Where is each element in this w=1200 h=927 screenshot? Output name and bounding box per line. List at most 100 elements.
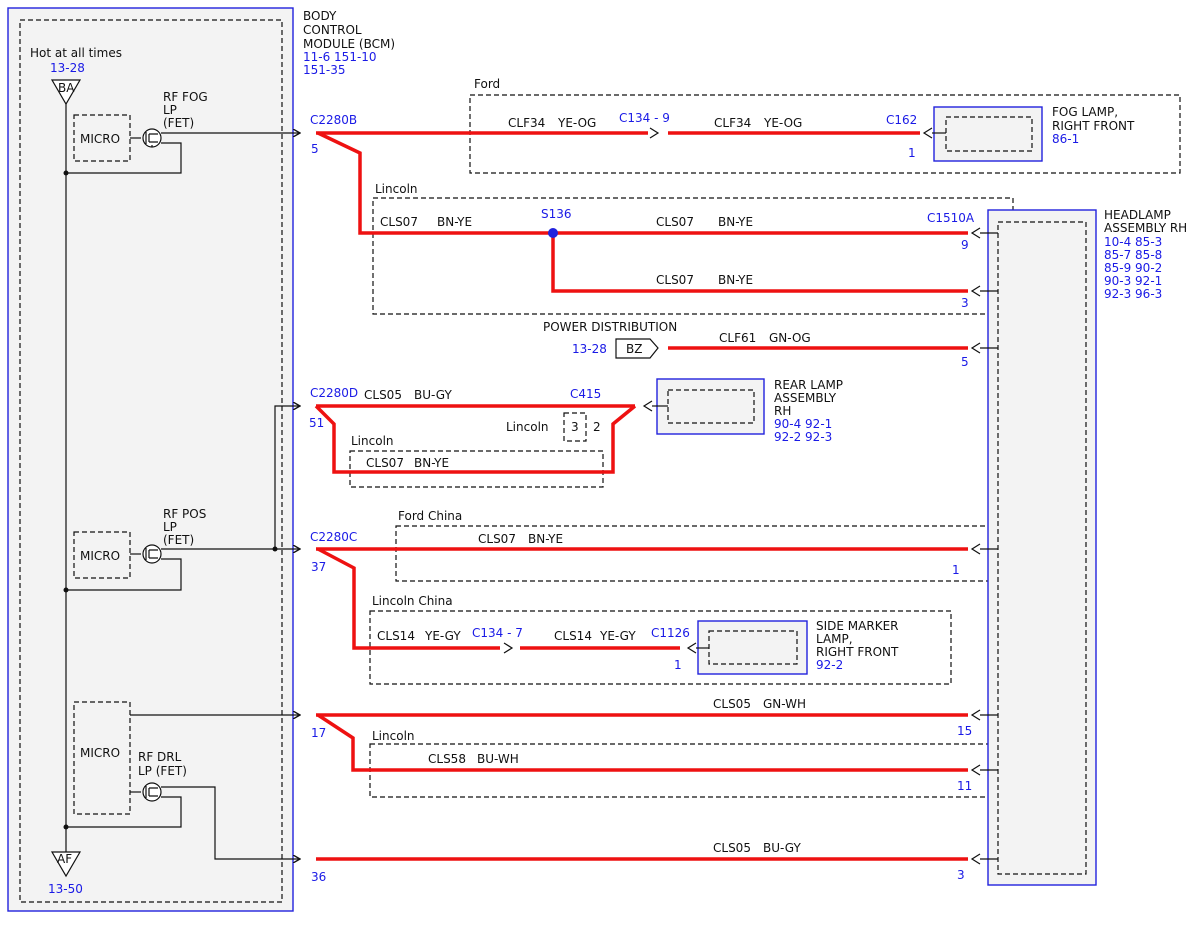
- wire-color-bn-ye-fc: BN-YE: [528, 532, 563, 546]
- wire-color-bu-wh: BU-WH: [477, 752, 519, 766]
- region-ford-china-label: Ford China: [398, 509, 462, 523]
- wire-cls14-a: [317, 547, 500, 650]
- headlamp-ref-4[interactable]: 90-3 92-1: [1104, 274, 1162, 288]
- rear-lamp-inner: [667, 389, 755, 424]
- fog-fet-2: LP: [163, 103, 177, 117]
- wire-label-cls07-c: CLS07: [656, 273, 694, 287]
- wire-label-cls05-bu-gy: CLS05: [713, 841, 751, 855]
- side-marker-title-1: SIDE MARKER: [816, 619, 898, 633]
- c162-label[interactable]: C162: [886, 113, 917, 127]
- headlamp-assembly-box: [987, 209, 1097, 886]
- wire-color-gn-wh: GN-WH: [763, 697, 806, 711]
- rear-lamp-title-1: REAR LAMP: [774, 378, 843, 392]
- c415-lincoln-label: Lincoln: [506, 420, 549, 434]
- rear-lamp-title-3: RH: [774, 404, 791, 418]
- wire-color-ye-gy-b: YE-GY: [599, 629, 636, 643]
- wire-cls07-rear: [314, 404, 637, 474]
- ba-power-symbol: [50, 79, 82, 106]
- c134-9-label[interactable]: C134 - 9: [619, 111, 670, 125]
- headlamp-ref-5[interactable]: 92-3 96-3: [1104, 287, 1162, 301]
- fet-pos-gate: [145, 548, 158, 560]
- wire-color-ye-og-a: YE-OG: [557, 116, 596, 130]
- micro-drl-label: MICRO: [80, 746, 120, 760]
- c134-7-label[interactable]: C134 - 7: [472, 626, 523, 640]
- drl-output-36: [161, 786, 300, 859]
- wire-color-bn-ye-a: BN-YE: [437, 215, 472, 229]
- wire-cls07-lincoln: [317, 131, 968, 235]
- c134-7-arrow: [503, 642, 514, 654]
- c1510a-pin-5: 5: [961, 355, 969, 369]
- fog-bus-junction: [63, 170, 69, 176]
- region-lincoln-label-1: Lincoln: [375, 182, 418, 196]
- side-marker-title-3: RIGHT FRONT: [816, 645, 899, 659]
- micro-fog-label: MICRO: [80, 132, 120, 146]
- micro-pos: [73, 531, 131, 579]
- micro-drl: [73, 701, 131, 815]
- headlamp-ref-1[interactable]: 10-4 85-3: [1104, 235, 1162, 249]
- c415-label[interactable]: C415: [570, 387, 601, 401]
- splice-s136[interactable]: [548, 228, 558, 238]
- side-marker-title-2: LAMP,: [816, 632, 853, 646]
- pin-11: 11: [957, 779, 972, 793]
- rear-lamp-ref-2[interactable]: 92-2 92-3: [774, 430, 832, 444]
- c2280b-pin: 5: [311, 142, 319, 156]
- c2280c-pin: 37: [311, 560, 326, 574]
- af-ref[interactable]: 13-50: [48, 882, 83, 896]
- micro-pos-label: MICRO: [80, 549, 120, 563]
- wire-label-cls05-drl: CLS05: [713, 697, 751, 711]
- bcm-ref-2[interactable]: 151-35: [303, 63, 346, 77]
- bcm-inner-dashed: [19, 19, 283, 903]
- fet-drl-gate: [145, 786, 158, 798]
- headlamp-ref-2[interactable]: 85-7 85-8: [1104, 248, 1162, 262]
- c2280d-pin: 51: [309, 416, 324, 430]
- power-distribution-label: POWER DISTRIBUTION: [543, 320, 677, 334]
- c415-pin-3: 3: [571, 420, 579, 434]
- af-ground-symbol: [50, 851, 82, 878]
- wire-label-cls07-b: CLS07: [656, 215, 694, 229]
- pin-36: 36: [311, 870, 326, 884]
- c415-pin-2: 2: [593, 420, 601, 434]
- c134-9-arrow: [649, 127, 660, 139]
- wire-cls58: [317, 713, 968, 772]
- c162-arrow: [922, 127, 933, 139]
- wire-color-bu-gy-rear: BU-GY: [414, 388, 452, 402]
- headlamp-input-arrows: [970, 227, 998, 865]
- bcm-module: [7, 7, 294, 912]
- headlamp-title-1: HEADLAMP: [1104, 208, 1171, 222]
- c2280c-label[interactable]: C2280C: [310, 530, 357, 544]
- s136-label[interactable]: S136: [541, 207, 572, 221]
- c1126-label[interactable]: C1126: [651, 626, 690, 640]
- wire-color-gn-og: GN-OG: [769, 331, 811, 345]
- c1126-pin: 1: [674, 658, 682, 672]
- headlamp-pin-1: 1: [952, 563, 960, 577]
- fog-fet-3: (FET): [163, 116, 194, 130]
- c1126-arrow: [686, 642, 697, 654]
- c2280b-label[interactable]: C2280B: [310, 113, 357, 127]
- wire-color-ye-og-b: YE-OG: [763, 116, 802, 130]
- pos-fet-3: (FET): [163, 533, 194, 547]
- wire-cls07-branch: [551, 233, 968, 293]
- wire-label-clf34-a: CLF34: [508, 116, 545, 130]
- fog-lamp-ref[interactable]: 86-1: [1052, 132, 1079, 146]
- wire-label-cls14-b: CLS14: [554, 629, 592, 643]
- region-ford-label: Ford: [474, 77, 500, 91]
- headlamp-ref-3[interactable]: 85-9 90-2: [1104, 261, 1162, 275]
- bz-ref[interactable]: 13-28: [572, 342, 607, 356]
- pin-15: 15: [957, 724, 972, 738]
- bcm-title-3: MODULE (BCM): [303, 37, 395, 51]
- c2280d-label[interactable]: C2280D: [310, 386, 358, 400]
- c1510a-label[interactable]: C1510A: [927, 211, 975, 225]
- pin-17: 17: [311, 726, 326, 740]
- pos-to-c2280d-line: [274, 406, 300, 549]
- rear-lamp-ref-1[interactable]: 90-4 92-1: [774, 417, 832, 431]
- hot-ref[interactable]: 13-28: [50, 61, 85, 75]
- wire-color-bu-gy: BU-GY: [763, 841, 801, 855]
- wire-label-cls05-rear: CLS05: [364, 388, 402, 402]
- side-marker-ref[interactable]: 92-2: [816, 658, 843, 672]
- fog-lamp-inner: [945, 116, 1033, 152]
- c1510a-pin-9: 9: [961, 238, 969, 252]
- bcm-ref-1[interactable]: 11-6 151-10: [303, 50, 377, 64]
- region-lincoln-rear: [349, 450, 604, 488]
- fog-lamp-title-2: RIGHT FRONT: [1052, 119, 1135, 133]
